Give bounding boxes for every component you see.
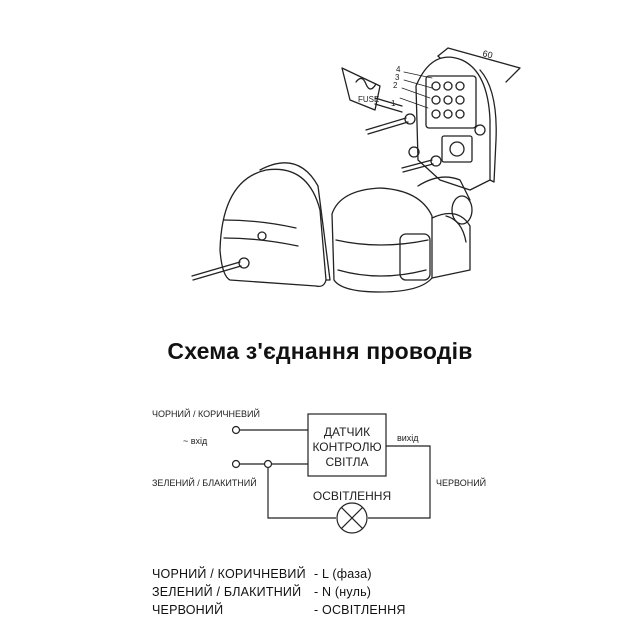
legend-row: ЧОРНИЙ / КОРИЧНЕВИЙ - L (фаза): [152, 565, 406, 583]
lighting-label: ОСВІТЛЕННЯ: [313, 489, 391, 503]
terminal-number: 1: [391, 99, 396, 108]
page-title: Схема з'єднання проводів: [167, 338, 473, 364]
wire-label-black-brown: ЧОРНИЙ / КОРИЧНЕВИЙ: [152, 408, 260, 419]
junction-node: [263, 459, 273, 469]
terminal-number: 2: [393, 81, 398, 90]
mounting-bracket: [408, 56, 497, 191]
legend-value: - L (фаза): [314, 567, 372, 581]
sensor-box-label: КОНТРОЛЮ: [312, 440, 381, 454]
wire-line-output: [368, 445, 431, 519]
terminal-number: 4: [396, 65, 401, 74]
legend-key: ЧЕРВОНИЙ: [152, 603, 224, 617]
fuse-label: FUSE: [358, 95, 379, 104]
lamp-icon: [336, 502, 368, 534]
dimension-line: [437, 47, 521, 83]
legend-key: ЧОРНИЙ / КОРИЧНЕВИЙ: [152, 567, 306, 581]
sensor-box-label: ДАТЧИК: [324, 425, 370, 439]
housing-cover: [219, 162, 331, 288]
sensor-box: [307, 413, 387, 477]
output-label: вихід: [397, 433, 419, 443]
legend-value: - ОСВІТЛЕННЯ: [314, 603, 406, 617]
legend-row: ЧЕРВОНИЙ - ОСВІТЛЕННЯ: [152, 601, 406, 619]
input-terminal-neutral: [231, 459, 241, 469]
dimension-label: 60: [481, 48, 493, 60]
wire-label-red: ЧЕРВОНИЙ: [436, 477, 486, 488]
terminal-number: 3: [395, 73, 400, 82]
fuse-symbol-icon: [341, 67, 403, 113]
wire-legend: ЧОРНИЙ / КОРИЧНЕВИЙ - L (фаза) ЗЕЛЕНИЙ /…: [152, 565, 406, 619]
wire-label-green-blue: ЗЕЛЕНИЙ / БЛАКИТНИЙ: [152, 477, 257, 488]
sensor-head: [331, 176, 473, 293]
legend-key: ЗЕЛЕНИЙ / БЛАКИТНИЙ: [152, 585, 302, 599]
sensor-box-label: СВІТЛА: [326, 455, 369, 469]
wire-line-return: [267, 468, 336, 519]
screw-icon: [191, 113, 442, 281]
exploded-view-illustration: FUSE 60 4 3 2 1: [191, 47, 521, 293]
input-label: ~ вхід: [183, 436, 208, 446]
wiring-diagram: ЧОРНИЙ / КОРИЧНЕВИЙ ~ вхід ЗЕЛЕНИЙ / БЛА…: [152, 408, 486, 534]
legend-value: - N (нуль): [314, 585, 372, 599]
legend-row: ЗЕЛЕНИЙ / БЛАКИТНИЙ - N (нуль): [152, 583, 406, 601]
input-terminal-live: [231, 425, 241, 435]
